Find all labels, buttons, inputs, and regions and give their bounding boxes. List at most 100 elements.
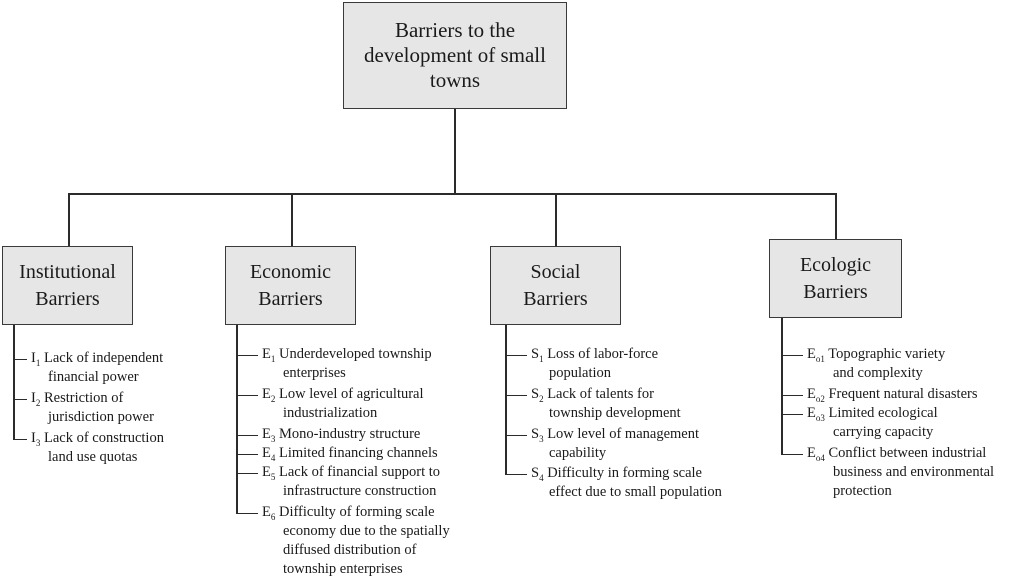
- list-item-continuation: enterprises: [283, 364, 346, 383]
- item-text: and complexity: [833, 365, 923, 381]
- item-text: protection: [833, 483, 892, 499]
- category-title-line-1: Institutional: [19, 260, 116, 283]
- item-text: township enterprises: [283, 561, 403, 577]
- item-text: Limited financing channels: [278, 445, 438, 461]
- item-code: I3: [31, 430, 41, 448]
- list-item-continuation: land use quotas: [48, 448, 137, 467]
- list-item: E6 Difficulty of forming scale: [262, 503, 435, 527]
- list-tick: [781, 453, 803, 455]
- category-economic: Economic Barriers: [225, 246, 356, 325]
- list-item: E2 Low level of agricultural: [262, 385, 424, 409]
- item-code: S3: [531, 426, 544, 444]
- item-text: Conflict between industrial: [828, 445, 987, 461]
- list-item: Eo1 Topographic variety: [807, 345, 945, 369]
- root-line-2: development of small: [364, 43, 546, 67]
- item-text: capability: [549, 445, 607, 461]
- list-item-continuation: effect due to small population: [549, 483, 722, 502]
- item-text: enterprises: [283, 365, 346, 381]
- item-text: Restriction of: [43, 390, 124, 406]
- list-stem-social: [505, 325, 507, 474]
- item-text: carrying capacity: [833, 424, 934, 440]
- item-code-subscript: 2: [35, 397, 41, 408]
- item-text: Low level of agricultural: [278, 386, 424, 402]
- item-code-subscript: o3: [815, 412, 825, 423]
- item-text: Frequent natural disasters: [828, 386, 978, 402]
- item-code: S4: [531, 465, 544, 483]
- list-item-continuation: population: [549, 364, 611, 383]
- item-code: Eo2: [807, 386, 825, 404]
- list-item-continuation: financial power: [48, 368, 139, 387]
- list-item-continuation: jurisdiction power: [48, 408, 154, 427]
- category-ecologic: Ecologic Barriers: [769, 239, 902, 318]
- item-code-subscript: o4: [815, 452, 825, 463]
- category-title-line-1: Economic: [249, 260, 332, 283]
- list-tick: [505, 434, 527, 436]
- list-tick: [236, 354, 258, 356]
- item-code: E6: [262, 504, 276, 522]
- item-code-subscript: o2: [815, 393, 825, 404]
- item-text: effect due to small population: [549, 484, 722, 500]
- category-institutional: Institutional Barriers: [2, 246, 133, 325]
- item-code-subscript: 1: [35, 357, 41, 368]
- list-item: E5 Lack of financial support to: [262, 463, 440, 487]
- drop-institutional: [68, 193, 70, 246]
- list-item: I1 Lack of independent: [31, 349, 163, 373]
- list-tick: [236, 472, 258, 474]
- list-item-continuation: business and environmental: [833, 463, 994, 482]
- list-tick: [13, 358, 27, 360]
- root-stem: [454, 109, 456, 194]
- list-tick: [781, 413, 803, 415]
- root-line-3: towns: [429, 68, 481, 92]
- item-text: Underdeveloped township: [278, 346, 432, 362]
- list-tick: [505, 354, 527, 356]
- list-item-continuation: protection: [833, 482, 892, 501]
- item-code-subscript: o1: [815, 353, 825, 364]
- item-text: infrastructure construction: [283, 483, 437, 499]
- item-text: Difficulty of forming scale: [278, 504, 435, 520]
- list-item: Eo4 Conflict between industrial: [807, 444, 986, 468]
- item-text: business and environmental: [833, 464, 995, 480]
- list-item-continuation: industrialization: [283, 404, 377, 423]
- item-text: Topographic variety: [828, 346, 946, 362]
- list-item: I2 Restriction of: [31, 389, 123, 413]
- item-code-subscript: 1: [270, 353, 276, 364]
- item-text: land use quotas: [48, 449, 138, 465]
- list-item-continuation: carrying capacity: [833, 423, 933, 442]
- list-tick: [236, 512, 258, 514]
- item-text: Lack of financial support to: [278, 464, 441, 480]
- item-code: E1: [262, 346, 276, 364]
- list-item-continuation: economy due to the spatially: [283, 522, 450, 541]
- list-item: Eo2 Frequent natural disasters: [807, 385, 977, 409]
- list-tick: [236, 394, 258, 396]
- item-code: I1: [31, 350, 41, 368]
- category-title-line-2: Barriers: [523, 287, 588, 310]
- list-item: Eo3 Limited ecological: [807, 404, 938, 428]
- category-title-line-2: Barriers: [258, 287, 323, 310]
- category-title-line-2: Barriers: [803, 280, 868, 303]
- item-text: population: [549, 365, 612, 381]
- list-tick: [505, 473, 527, 475]
- list-item-continuation: township enterprises: [283, 560, 403, 579]
- list-item-continuation: township development: [549, 404, 681, 423]
- item-text: financial power: [48, 369, 139, 385]
- item-code-subscript: 6: [270, 511, 276, 522]
- branch-bar: [68, 193, 836, 195]
- item-text: Lack of talents for: [547, 386, 654, 402]
- drop-economic: [291, 193, 293, 246]
- list-item: E4 Limited financing channels: [262, 444, 438, 468]
- item-text: Difficulty in forming scale: [547, 465, 702, 481]
- item-code: E2: [262, 386, 276, 404]
- item-text: diffused distribution of: [283, 542, 417, 558]
- item-code-subscript: 4: [270, 452, 276, 463]
- category-social: Social Barriers: [490, 246, 621, 325]
- category-title-line-1: Ecologic: [799, 253, 872, 276]
- item-code: E3: [262, 426, 276, 444]
- item-text: Lack of construction: [43, 430, 164, 446]
- item-code: I2: [31, 390, 41, 408]
- item-text: jurisdiction power: [48, 409, 154, 425]
- list-item: S3 Low level of management: [531, 425, 699, 449]
- list-tick: [781, 354, 803, 356]
- item-text: economy due to the spatially: [283, 523, 450, 539]
- list-item: S2 Lack of talents for: [531, 385, 654, 409]
